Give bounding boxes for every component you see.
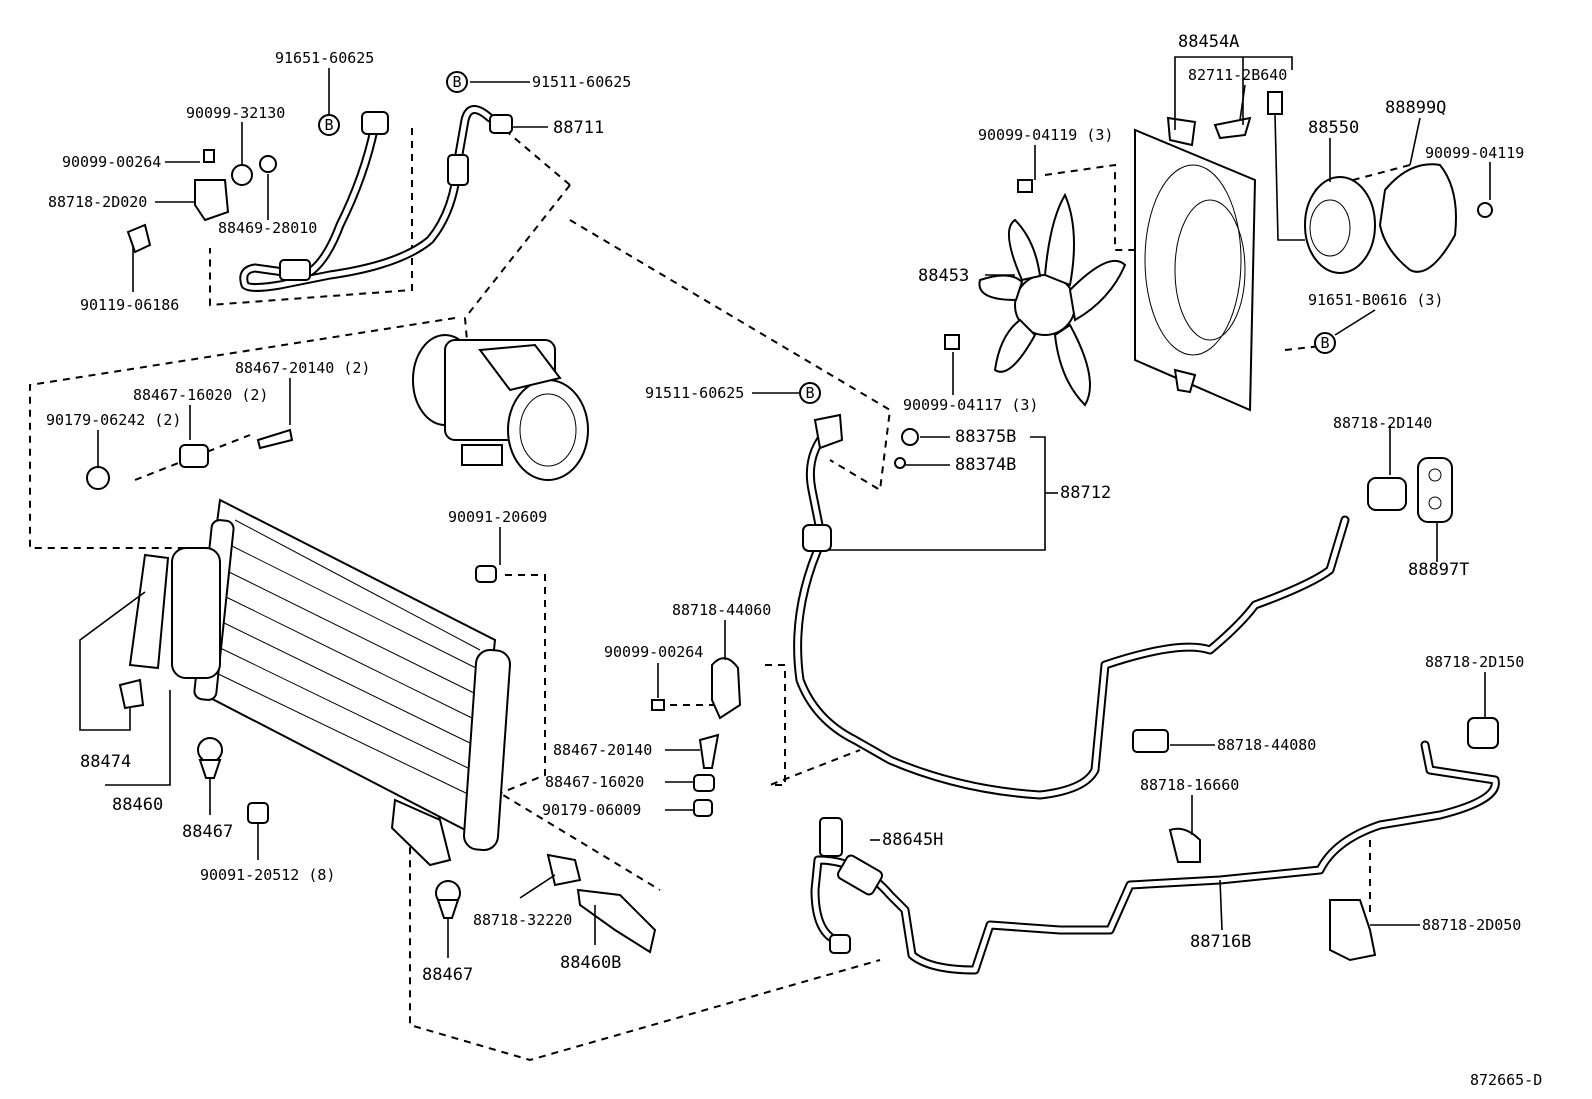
label-90099-32130: 90099-32130 (186, 104, 285, 122)
label-88897t: 88897T (1408, 560, 1469, 580)
fan-motor-88550 (1267, 91, 1376, 274)
label-88467-16020-2: 88467-16020 (2) (133, 386, 268, 404)
label-88467-a: 88467 (182, 822, 233, 842)
suction-hose-88712 (793, 413, 1350, 800)
marker-b-3: B (799, 382, 821, 404)
label-90099-04119: 90099-04119 (1425, 144, 1524, 162)
svg-text:B: B (805, 384, 814, 402)
label-88716b: 88716B (1190, 932, 1251, 952)
label-88718-16660: 88718-16660 (1140, 776, 1239, 794)
label-88460b: 88460B (560, 953, 621, 973)
label-88712: 88712 (1060, 483, 1111, 503)
label-90099-00264-top: 90099-00264 (62, 153, 161, 171)
label-88711: 88711 (553, 118, 604, 138)
label-91511-60625-mid: 91511-60625 (645, 384, 744, 402)
label-88375b: 88375B (955, 427, 1016, 447)
label-90099-04119-3: 90099-04119 (3) (978, 126, 1113, 144)
label-90179-06242-2: 90179-06242 (2) (46, 411, 181, 429)
label-88467-20140: 88467-20140 (553, 741, 652, 759)
svg-text:B: B (452, 73, 461, 91)
label-88718-2d150: 88718-2D150 (1425, 653, 1524, 671)
marker-b-2: B (446, 71, 468, 93)
label-88718-44080: 88718-44080 (1217, 736, 1316, 754)
label-88718-32220: 88718-32220 (473, 911, 572, 929)
receiver-dryer-88474 (118, 547, 223, 779)
condenser-88460 (193, 498, 511, 867)
fan-blade-88453 (978, 192, 1127, 407)
label-88718-2d050: 88718-2D050 (1422, 916, 1521, 934)
liquid-tube-88716b (810, 740, 1500, 975)
label-90179-06009: 90179-06009 (542, 801, 641, 819)
part-labels: 91651-60625 91511-60625 88711 90099-3213… (46, 32, 1542, 1089)
marker-b-circles: B B B B (318, 71, 1336, 404)
diagram-reference-code: 872665-D (1470, 1071, 1542, 1089)
leader-lines (79, 56, 1491, 958)
label-88899q: 88899Q (1385, 98, 1446, 118)
label-88718-2d020: 88718-2D020 (48, 193, 147, 211)
label-88474: 88474 (80, 752, 131, 772)
label-88454a: 88454A (1178, 32, 1239, 52)
discharge-hose-88711 (239, 105, 513, 292)
compressor (412, 334, 589, 481)
svg-text:B: B (1320, 334, 1329, 352)
label-91651-b0616-3: 91651-B0616 (3) (1308, 291, 1443, 309)
label-82711-2b640: 82711-2B640 (1188, 66, 1287, 84)
label-91511-60625-top: 91511-60625 (532, 73, 631, 91)
label-88467-16020: 88467-16020 (545, 773, 644, 791)
label-88453: 88453 (918, 266, 969, 286)
marker-b-1: B (318, 114, 340, 136)
label-90091-20609: 90091-20609 (448, 508, 547, 526)
label-88467-20140-2: 88467-20140 (2) (235, 359, 370, 377)
top-left-fasteners (126, 149, 277, 254)
label-90091-20512-8: 90091-20512 (8) (200, 866, 335, 884)
motor-cover-88899q (1378, 163, 1457, 273)
label-88718-44060: 88718-44060 (672, 601, 771, 619)
label-90099-00264-mid: 90099-00264 (604, 643, 703, 661)
svg-text:B: B (324, 116, 333, 134)
label-88467-b: 88467 (422, 965, 473, 985)
label-88460: 88460 (112, 795, 163, 815)
right-fittings (1132, 457, 1499, 962)
label-88645h: 88645H (882, 830, 943, 850)
label-90099-04117-3: 90099-04117 (3) (903, 396, 1038, 414)
label-91651-60625: 91651-60625 (275, 49, 374, 67)
label-88550: 88550 (1308, 118, 1359, 138)
center-small-parts (546, 657, 742, 954)
label-88374b: 88374B (955, 455, 1016, 475)
label-88469-28010: 88469-28010 (218, 219, 317, 237)
marker-b-4: B (1314, 332, 1336, 354)
label-88718-2d140: 88718-2D140 (1333, 414, 1432, 432)
label-90119-06186: 90119-06186 (80, 296, 179, 314)
